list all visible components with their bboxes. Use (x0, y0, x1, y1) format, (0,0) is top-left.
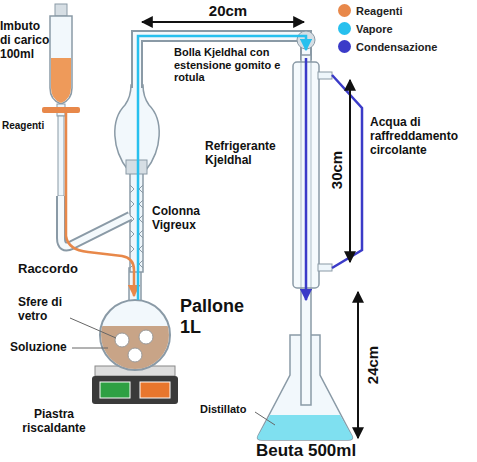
dropping-funnel (42, 107, 80, 113)
legend-item: Vapore (338, 22, 393, 35)
vigreux-column (130, 172, 143, 272)
legend-swatch (338, 22, 351, 35)
condenser (293, 55, 332, 405)
legend-swatch (338, 40, 351, 53)
leader-lines (70, 318, 275, 425)
dropping-funnel (61, 196, 130, 246)
hot-plate (92, 376, 178, 404)
kjeldahl-bulb (137, 36, 306, 88)
part-name: Soluzione (10, 341, 80, 355)
hot-plate (100, 382, 130, 398)
legend-text: Condensazione (356, 41, 437, 53)
part-name: Pallone 1L (180, 296, 265, 337)
part-name: Piastra riscaldante (14, 408, 94, 436)
dropping-funnel (61, 196, 130, 246)
round-flask (128, 348, 142, 362)
part-name: Sfere di vetro (18, 296, 74, 324)
round-flask (139, 330, 153, 344)
leader-lines (70, 318, 116, 338)
dropping-funnel (51, 58, 71, 103)
kjeldahl-bulb (137, 36, 306, 88)
hot-plate (92, 366, 178, 404)
part-name: Imbuto di carico 100ml (0, 20, 52, 61)
leader-lines (72, 348, 108, 349)
part-name: Colonna Vigreux (152, 205, 214, 233)
flow-lines (138, 36, 306, 300)
dimension-lines (349, 80, 351, 262)
condenser (318, 72, 332, 79)
part-name: Reagenti (2, 120, 52, 132)
condenser (318, 264, 332, 271)
dropping-funnel (55, 4, 67, 16)
legend-swatch (338, 4, 351, 17)
part-name: Raccordo (18, 262, 98, 277)
dropping-funnel (42, 4, 130, 246)
dimension-label: 30cm (328, 151, 345, 189)
round-flask (115, 333, 129, 347)
part-name: Refrigerante Kjeldhal (205, 140, 290, 168)
hot-plate (140, 382, 170, 398)
legend-item: Condensazione (338, 40, 437, 53)
part-name: Acqua di raffreddamento circolante (370, 116, 475, 157)
legend-item: Reagenti (338, 4, 402, 17)
dropping-funnel (50, 16, 72, 104)
dimension-label: 24cm (364, 346, 381, 384)
dimension-label: 20cm (198, 2, 258, 19)
vigreux-column (130, 172, 143, 272)
dimension-lines (142, 21, 304, 23)
kjeldahl-bulb (115, 31, 315, 174)
dimension-lines (142, 22, 358, 438)
dimension-lines (357, 292, 359, 438)
vigreux-column (130, 185, 143, 268)
legend-text: Reagenti (356, 5, 402, 17)
part-name: Beuta 500ml (256, 441, 376, 461)
legend-text: Vapore (356, 23, 393, 35)
erlenmeyer-flask (258, 415, 353, 440)
round-flask (95, 326, 175, 376)
leader-lines (255, 412, 275, 425)
part-name: Bolla Kjeldhal con estensione gomito e r… (174, 46, 304, 84)
dropping-funnel (58, 116, 64, 196)
flow-lines (305, 58, 308, 300)
part-name: Distillato (200, 403, 260, 416)
kjeldahl-bulb (126, 160, 147, 174)
flow-lines (66, 36, 362, 300)
